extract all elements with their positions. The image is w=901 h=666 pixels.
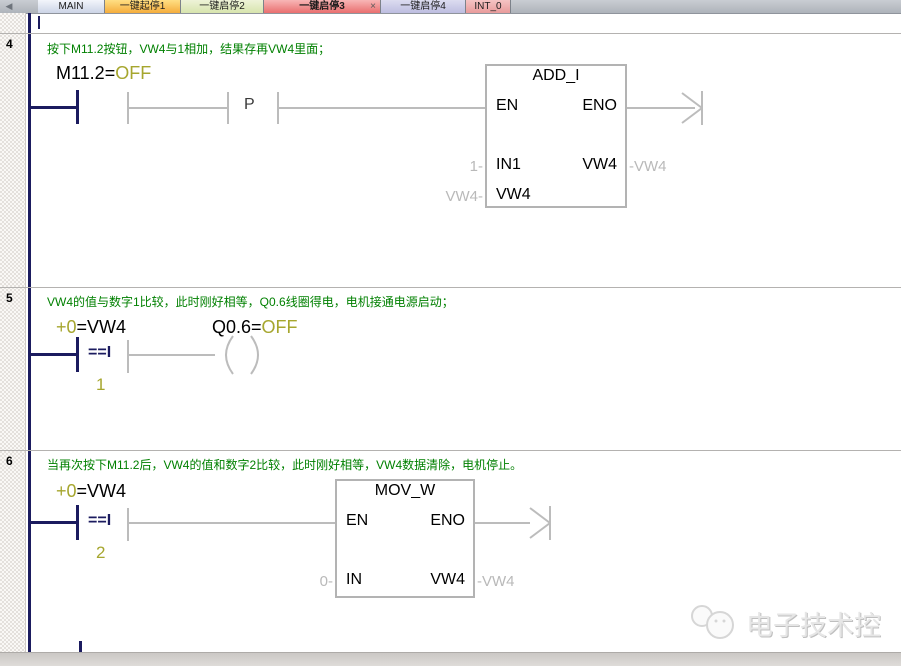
positive-edge-contact-label[interactable]: P	[244, 96, 255, 113]
in2-operand[interactable]: VW4-	[445, 188, 484, 205]
compare-address: =VW4	[76, 481, 127, 501]
tab-yijian-qiting-4[interactable]: 一键启停4	[381, 0, 466, 13]
network-number: 5	[6, 291, 13, 305]
pin-eno: ENO	[582, 97, 617, 114]
program-tab-bar: ◀ MAIN 一键起停1 一键启停2 一键启停3 × 一键启停4 INT_0	[0, 0, 901, 14]
compare-contact-right-bar	[127, 340, 129, 373]
coil-state-value: OFF	[261, 317, 298, 337]
horizontal-scrollbar[interactable]	[0, 652, 901, 666]
block-title: ADD_I	[532, 67, 580, 84]
eno-wire	[627, 107, 695, 109]
pin-in2-status-value: VW4	[496, 186, 531, 203]
rung-wire-powered	[30, 106, 77, 109]
block-title: MOV_W	[374, 482, 436, 499]
compare-contact-right-bar	[127, 508, 129, 541]
rung-continuation-arrow-icon	[529, 506, 551, 540]
tab-yijian-qiting-1[interactable]: 一键起停1	[105, 0, 181, 13]
pin-eno: ENO	[430, 512, 465, 529]
compare-status-label: +0=VW4	[56, 481, 126, 502]
in1-operand-value[interactable]: 1-	[469, 158, 483, 175]
rung-continuation-arrow-icon	[681, 91, 703, 125]
add-i-instruction-block[interactable]	[485, 64, 627, 208]
in-operand-value[interactable]: 0-	[319, 573, 333, 590]
out-status-value: VW4	[582, 156, 617, 173]
coil-status-label: Q0.6=OFF	[212, 317, 298, 338]
tab-main[interactable]: MAIN	[38, 0, 105, 13]
edge-contact-right-bar	[277, 92, 279, 124]
edge-contact-left-bar[interactable]	[227, 92, 229, 124]
network-number: 6	[6, 454, 13, 468]
tab-scroll-left-icon[interactable]: ◀	[5, 1, 13, 11]
watermark-text: 电子技术控	[746, 611, 881, 641]
out-status-value: VW4	[430, 571, 465, 588]
compare-current-value: +0	[56, 481, 77, 501]
tab-label: 一键启停3	[299, 1, 345, 12]
rung-wire	[129, 107, 228, 109]
edit-caret	[79, 641, 82, 652]
out-operand[interactable]: -VW4	[477, 573, 515, 590]
contact-status-label: M11.2=OFF	[56, 63, 151, 84]
compare-contact-left-bar[interactable]	[76, 337, 79, 372]
rung-wire	[129, 354, 215, 356]
compare-contact-left-bar[interactable]	[76, 505, 79, 540]
tab-yijian-qiting-2[interactable]: 一键启停2	[181, 0, 264, 13]
tab-int0[interactable]: INT_0	[466, 0, 511, 13]
rung-wire	[129, 522, 335, 524]
rung-wire-powered	[30, 353, 77, 356]
mov-w-instruction-block[interactable]	[335, 479, 475, 598]
close-tab-icon[interactable]: ×	[370, 1, 376, 12]
compare-current-value: +0	[56, 317, 77, 337]
contact-address: M11.2=	[56, 63, 116, 83]
rung-wire	[279, 107, 485, 109]
network-separator	[0, 450, 901, 451]
contact-left-bar[interactable]	[76, 90, 79, 124]
network-separator	[0, 287, 901, 288]
eno-wire	[475, 522, 530, 524]
left-power-rail	[28, 13, 31, 652]
compare-status-label: +0=VW4	[56, 317, 126, 338]
pin-en: EN	[496, 97, 519, 114]
network-comment[interactable]: 按下M11.2按钮，VW4与1相加，结果存再VW4里面；	[47, 42, 331, 56]
compare-constant[interactable]: 2	[96, 543, 106, 562]
network-number: 4	[6, 37, 13, 51]
tab-yijian-qiting-3-active[interactable]: 一键启停3 ×	[264, 0, 381, 13]
out-operand[interactable]: -VW4	[629, 158, 667, 175]
compare-address: =VW4	[76, 317, 127, 337]
network-comment[interactable]: VW4的值与数字1比较，此时刚好相等，Q0.6线圈得电，电机接通电源启动；	[47, 295, 454, 309]
contact-right-bar	[127, 92, 129, 124]
network-comment[interactable]: 当再次按下M11.2后，VW4的值和数字2比较，此时刚好相等，VW4数据清除，电…	[47, 458, 523, 472]
wechat-bubbles-icon	[691, 605, 734, 639]
compare-constant[interactable]: 1	[96, 375, 106, 394]
network-number-gutter	[0, 13, 26, 652]
output-coil-icon[interactable]	[211, 334, 273, 376]
pin-in1: IN1	[496, 156, 521, 173]
compare-operator-label[interactable]: ==I	[88, 344, 112, 361]
rung-wire-powered	[30, 521, 77, 524]
edit-caret	[38, 16, 40, 29]
pin-in: IN	[346, 571, 362, 588]
contact-state-value: OFF	[115, 63, 152, 83]
pin-en: EN	[346, 512, 369, 529]
compare-operator-label[interactable]: ==I	[88, 512, 112, 529]
network-separator	[0, 33, 901, 34]
coil-address: Q0.6=	[212, 317, 262, 337]
